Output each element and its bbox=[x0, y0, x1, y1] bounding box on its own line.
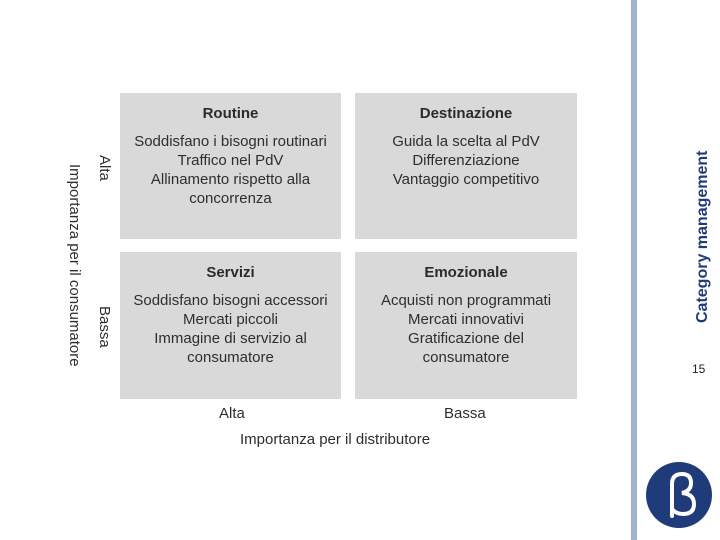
quadrant-routine: Routine Soddisfano i bisogni routinari T… bbox=[120, 93, 341, 239]
slide-section-title: Category management bbox=[694, 150, 711, 324]
quadrant-line: Differenziazione bbox=[412, 152, 520, 169]
quadrant-emozionale: Emozionale Acquisti non programmati Merc… bbox=[355, 252, 577, 399]
x-axis-high-label: Bassa bbox=[444, 405, 486, 422]
quadrant-line: Immagine di servizio al bbox=[154, 330, 307, 347]
quadrant-line: Gratificazione del bbox=[408, 330, 524, 347]
quadrant-title: Emozionale bbox=[424, 264, 508, 281]
quadrant-line: Mercati piccoli bbox=[182, 311, 279, 328]
x-axis-low-label: Alta bbox=[219, 405, 245, 422]
quadrant-line: Mercati innovativi bbox=[408, 311, 524, 328]
beta-logo-icon bbox=[646, 462, 712, 528]
quadrant-line: Allinamento rispetto alla bbox=[150, 171, 311, 188]
quadrant-title: Destinazione bbox=[419, 105, 513, 122]
quadrant-title: Routine bbox=[202, 105, 259, 122]
x-axis-title: Importanza per il distributore bbox=[240, 431, 431, 448]
y-axis-bottom-label: Bassa bbox=[96, 306, 113, 348]
quadrant-line: concorrenza bbox=[189, 190, 272, 207]
quadrant-line: Vantaggio competitivo bbox=[392, 171, 540, 188]
y-axis-top-label: Alta bbox=[96, 155, 113, 181]
sidebar-divider bbox=[631, 0, 637, 540]
quadrant-line: Soddisfano bisogni accessori bbox=[133, 292, 328, 309]
quadrant-destinazione: Destinazione Guida la scelta al PdV Diff… bbox=[355, 93, 577, 239]
quadrant-line: Soddisfano i bisogni routinari bbox=[134, 133, 327, 150]
beta-glyph-icon bbox=[670, 471, 697, 518]
page-number: 15 bbox=[692, 362, 706, 376]
quadrant-line: consumatore bbox=[187, 349, 274, 366]
quadrant-line: Guida la scelta al PdV bbox=[392, 133, 540, 150]
quadrant-line: Acquisti non programmati bbox=[380, 292, 552, 309]
quadrant-title: Servizi bbox=[206, 264, 255, 281]
quadrant-servizi: Servizi Soddisfano bisogni accessori Mer… bbox=[120, 252, 341, 399]
quadrant-line: consumatore bbox=[422, 349, 510, 366]
y-axis-title: Importanza per il consumatore bbox=[66, 164, 83, 367]
quadrant-line: Traffico nel PdV bbox=[177, 152, 284, 169]
